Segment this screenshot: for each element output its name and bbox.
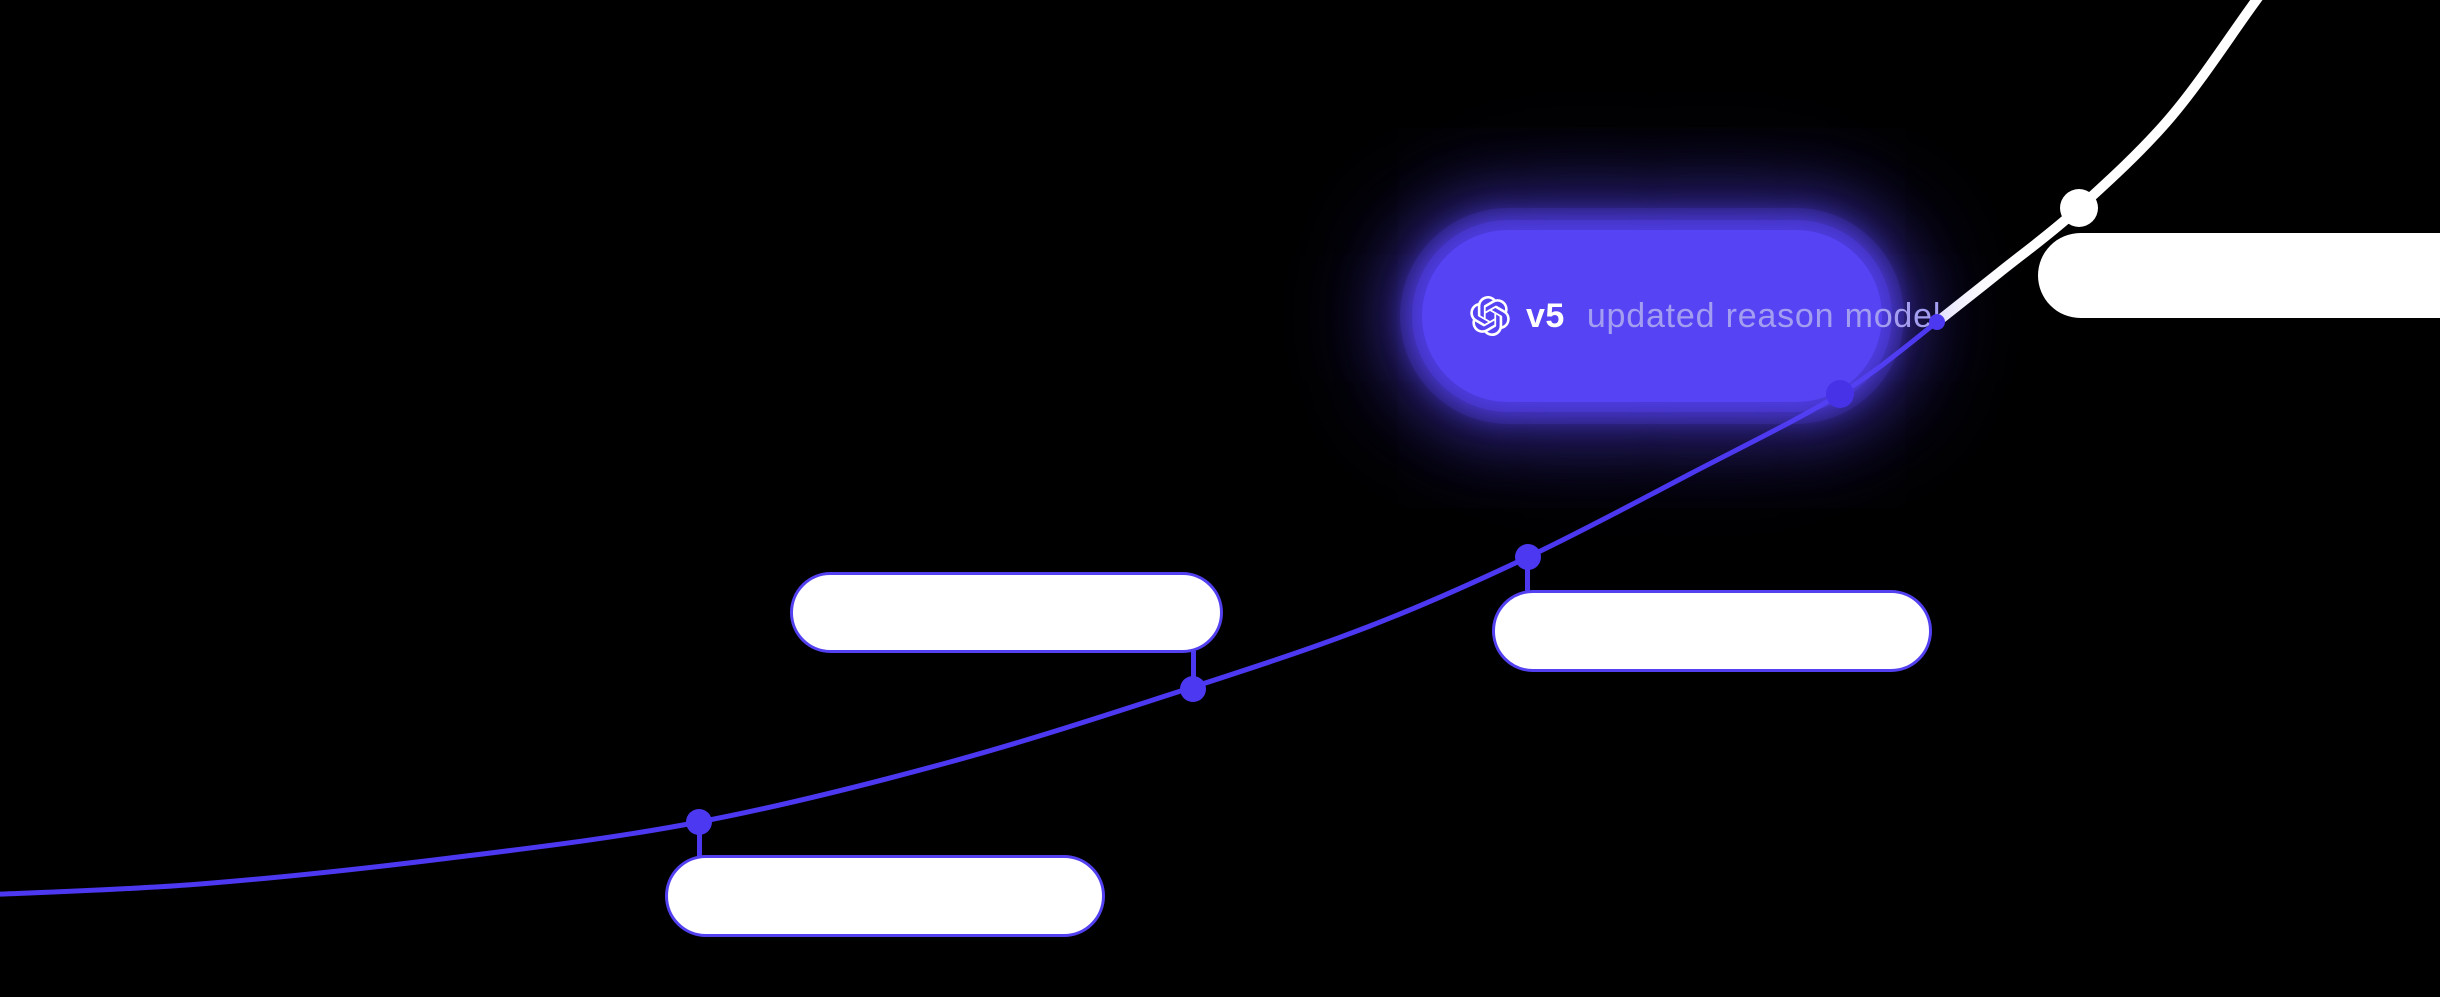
growth-curve-white-segment xyxy=(1932,0,2263,327)
curve-data-point xyxy=(2060,189,2098,227)
curve-data-point xyxy=(1929,314,1945,330)
milestone-pill-bottom xyxy=(665,855,1105,937)
growth-curve-blue-segment xyxy=(0,319,1940,897)
milestone-pill-mid-left xyxy=(790,572,1223,653)
milestone-pill-mid-right xyxy=(1492,590,1932,672)
milestone-description: updated reason model xyxy=(1586,297,1942,335)
pill-connector-stem xyxy=(696,822,702,857)
milestone-pill-top-right xyxy=(2038,233,2440,318)
curve-data-point xyxy=(1826,380,1854,408)
curve-data-point xyxy=(1180,676,1206,702)
openai-logo-icon xyxy=(1470,296,1510,336)
curve-data-point xyxy=(686,809,712,835)
curve-data-point xyxy=(1515,544,1541,570)
pill-connector-stem xyxy=(1524,557,1530,592)
v5-milestone-pill: v5 updated reason model xyxy=(1422,230,1940,402)
pill-connector-stem xyxy=(1190,651,1196,689)
version-label: v5 xyxy=(1526,297,1565,335)
